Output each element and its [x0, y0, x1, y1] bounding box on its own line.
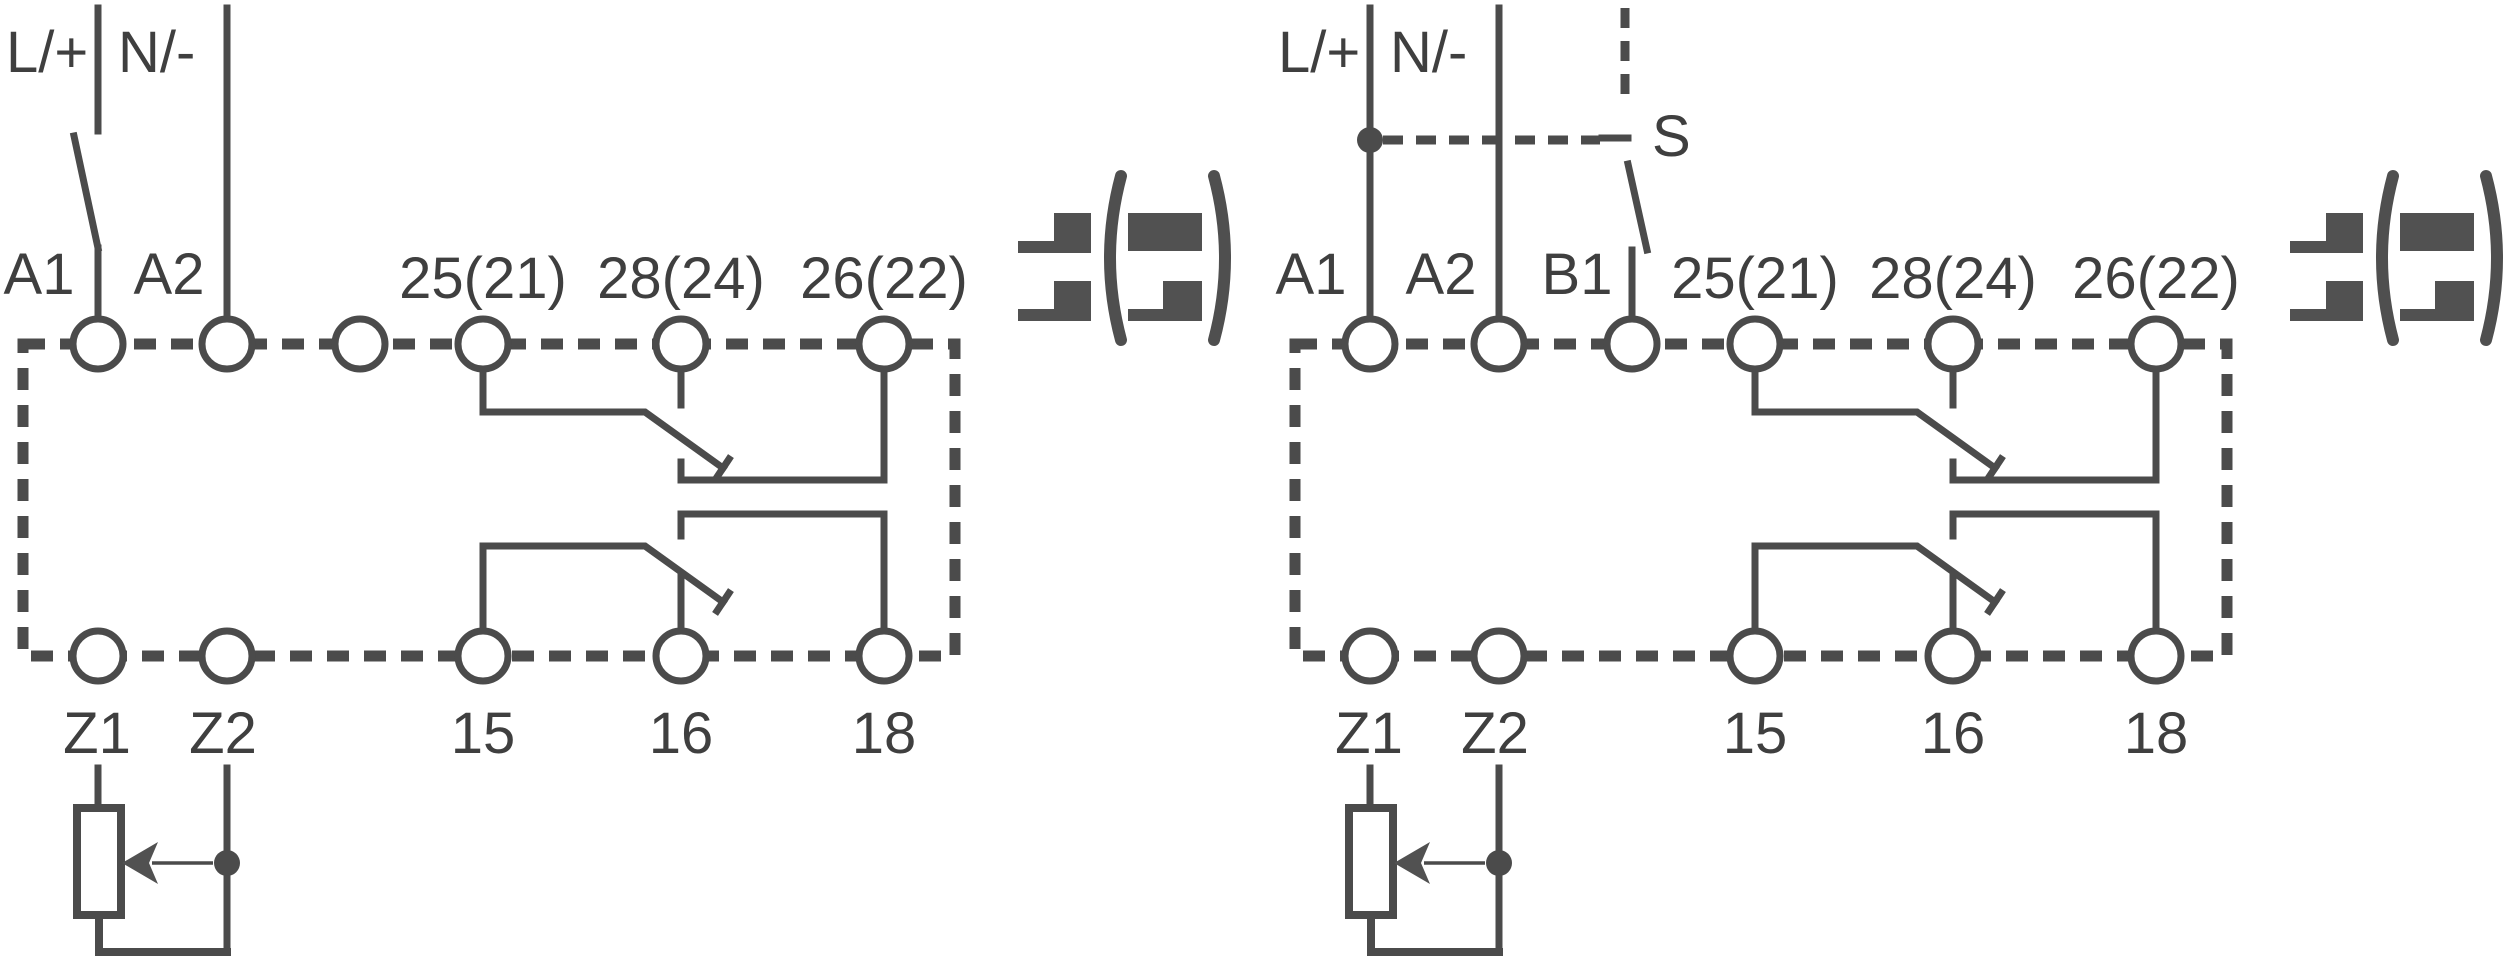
label-terminal-16: 16 [1921, 701, 1986, 766]
label-line-supply: L/+ [1278, 20, 1360, 85]
label-terminal-a1: A1 [1276, 242, 1347, 307]
diagram-without-control-contact: L/+ N/- A1 A2 25(21) 28(24) 26(22) Z1 Z2… [4, 8, 1485, 952]
label-terminal-26: 26(22) [2072, 246, 2240, 311]
label-terminal-15: 15 [451, 701, 516, 766]
label-terminal-18: 18 [2124, 701, 2189, 766]
relay-core-instance-left [23, 8, 1485, 952]
label-terminal-26: 26(22) [800, 246, 968, 311]
relay-core-instance-right [1295, 8, 2507, 952]
label-neutral-supply: N/- [1390, 20, 1467, 85]
label-terminal-a2: A2 [1406, 242, 1477, 307]
label-line-supply: L/+ [6, 20, 88, 85]
line-supply-with-junction [1357, 4, 1383, 323]
junction-dot [1357, 127, 1383, 153]
label-terminal-z2: Z2 [1461, 701, 1529, 766]
label-terminal-28: 28(24) [1869, 246, 2037, 311]
label-terminal-18: 18 [852, 701, 917, 766]
start-contact-branch [1383, 8, 1652, 323]
label-start-switch: S [1652, 104, 1691, 169]
label-terminal-z1: Z1 [63, 701, 131, 766]
label-terminal-28: 28(24) [597, 246, 765, 311]
label-terminal-25: 25(21) [399, 246, 567, 311]
label-neutral-supply: N/- [118, 20, 195, 85]
s-contact-blade [1623, 159, 1652, 255]
label-terminal-a2: A2 [134, 242, 205, 307]
label-terminal-16: 16 [649, 701, 714, 766]
label-terminal-b1: B1 [1542, 242, 1613, 307]
diagram-with-control-contact: L/+ N/- S A1 A2 B1 25(21) 28(24) 26(22) … [1276, 8, 2507, 952]
line-supply-switch [69, 4, 103, 323]
label-terminal-25: 25(21) [1671, 246, 1839, 311]
switch-blade [69, 131, 103, 253]
label-terminal-a1: A1 [4, 242, 75, 307]
label-terminal-15: 15 [1723, 701, 1788, 766]
label-terminal-z1: Z1 [1335, 701, 1403, 766]
label-terminal-z2: Z2 [189, 701, 257, 766]
